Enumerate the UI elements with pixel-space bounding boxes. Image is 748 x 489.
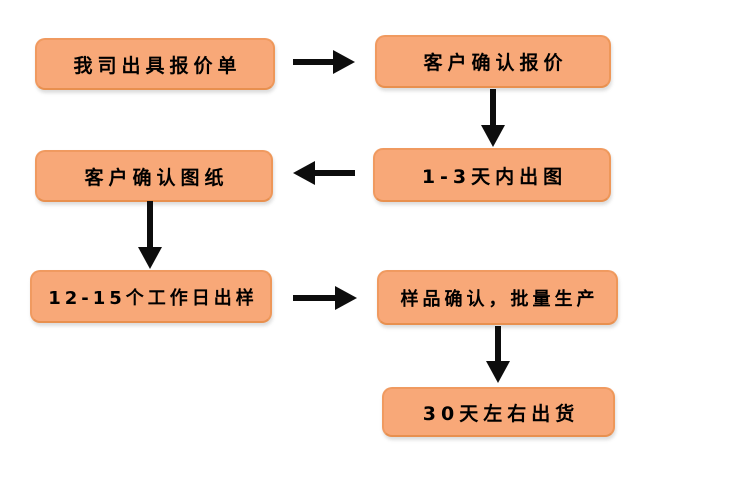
arrow-shaft [315,170,355,176]
flow-node-quote-confirmed: 客户确认报价 [375,35,611,88]
flow-node-shipment: 30天左右出货 [382,387,615,437]
arrow-head [293,161,315,185]
flow-node-quote-issued: 我司出具报价单 [35,38,275,90]
arrow-down-icon [481,89,505,147]
arrow-shaft [147,201,153,247]
arrow-right-icon [293,286,357,310]
arrow-head [333,50,355,74]
arrow-head [486,361,510,383]
flow-node-drawing-confirmed: 客户确认图纸 [35,150,273,202]
flow-node-label: 客户确认报价 [423,52,568,74]
flow-node-label: 12-15个工作日出样 [48,287,258,309]
flow-node-sample-output: 12-15个工作日出样 [30,270,272,323]
flow-node-label: 我司出具报价单 [73,54,242,77]
arrow-head [335,286,357,310]
flow-node-drawing-output: 1-3天内出图 [373,148,611,202]
arrow-right-icon [293,50,355,74]
arrow-shaft [293,59,333,65]
flow-node-mass-production: 样品确认，批量生产 [377,270,618,325]
flow-node-label: 1-3天内出图 [421,165,568,188]
arrow-shaft [293,295,335,301]
flow-node-label: 30天左右出货 [422,402,580,425]
flow-node-label: 客户确认图纸 [84,166,229,189]
flow-node-label: 样品确认，批量生产 [400,288,599,310]
arrow-shaft [490,89,496,125]
arrow-down-icon [138,201,162,269]
arrow-down-icon [486,326,510,383]
arrow-head [138,247,162,269]
arrow-left-icon [293,161,355,185]
arrow-shaft [495,326,501,361]
arrow-head [481,125,505,147]
